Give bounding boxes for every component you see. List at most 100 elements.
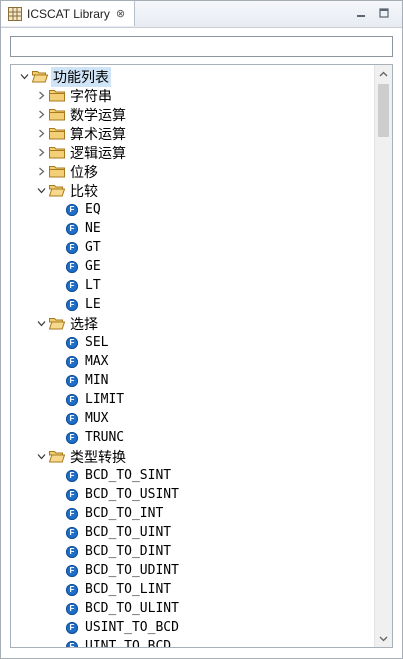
view-header: ICSCAT Library ⊗ [1,1,402,28]
scroll-up-icon[interactable] [375,65,391,82]
function-icon: F [66,602,78,615]
function-label: BCD_TO_SINT [85,468,172,483]
category-label: 逻辑运算 [70,145,126,162]
function-item[interactable]: F BCD_TO_UINT [66,523,171,542]
folder-closed-icon [49,146,65,159]
folder-open-icon [49,184,65,197]
function-icon: F [66,564,78,577]
folder-open-icon [49,450,65,463]
function-label: NE [85,221,101,236]
tree-node-arith[interactable]: 算术运算 [36,124,128,143]
folder-open-icon [49,317,65,330]
function-item[interactable]: F BCD_TO_ULINT [66,599,179,618]
chevron-down-icon[interactable] [36,186,46,196]
scrollbar-thumb[interactable] [378,84,389,137]
chevron-right-icon[interactable] [36,110,46,120]
function-label: GT [85,240,101,255]
function-label: EQ [85,202,101,217]
function-item[interactable]: F BCD_TO_SINT [66,466,171,485]
chevron-down-icon[interactable] [36,319,46,329]
chevron-right-icon[interactable] [36,91,46,101]
function-icon: F [66,298,78,311]
function-item[interactable]: F LT [66,276,101,295]
scroll-down-icon[interactable] [375,630,391,647]
maximize-icon[interactable] [378,7,390,19]
function-icon: F [66,545,78,558]
function-label: MUX [85,411,109,426]
tab-icscat-library[interactable]: ICSCAT Library ⊗ [1,1,135,26]
function-item[interactable]: F MUX [66,409,108,428]
function-icon: F [66,488,78,501]
tab-close-icon[interactable]: ⊗ [115,7,126,20]
category-label: 位移 [70,164,98,181]
function-item[interactable]: F BCD_TO_UDINT [66,561,179,580]
chevron-right-icon[interactable] [36,148,46,158]
chevron-down-icon[interactable] [36,452,46,462]
function-icon: F [66,393,78,406]
function-label: BCD_TO_DINT [85,544,172,559]
function-label: SEL [85,335,109,350]
function-label: BCD_TO_LINT [85,582,172,597]
chevron-down-icon[interactable] [19,72,29,82]
function-item[interactable]: F GE [66,257,101,276]
function-item[interactable]: F EQ [66,200,101,219]
function-label: BCD_TO_UINT [85,525,172,540]
function-item[interactable]: F USINT_TO_BCD [66,618,179,637]
function-tree: 功能列表 字符串 数学运算 算术运算 逻辑运算 [10,64,393,648]
tab-title: ICSCAT Library [27,6,110,21]
minimize-icon[interactable] [355,7,367,19]
function-label: LT [85,278,101,293]
tree-node-math[interactable]: 数学运算 [36,105,128,124]
function-label: GE [85,259,101,274]
function-label: BCD_TO_USINT [85,487,179,502]
function-item[interactable]: F MAX [66,352,108,371]
function-label: BCD_TO_INT [85,506,164,521]
chevron-right-icon[interactable] [36,167,46,177]
function-item[interactable]: F LE [66,295,101,314]
chevron-right-icon[interactable] [36,129,46,139]
function-icon: F [66,374,78,387]
tree-root-label: 功能列表 [51,66,111,87]
function-icon: F [66,640,78,647]
function-icon: F [66,203,78,216]
function-icon: F [66,469,78,482]
tree-node-select[interactable]: 选择 [36,314,100,333]
category-label: 比较 [70,183,98,200]
tree-node-shift[interactable]: 位移 [36,162,100,181]
vertical-scrollbar[interactable] [374,65,392,647]
function-label: TRUNC [85,430,125,445]
category-label: 算术运算 [70,126,126,143]
function-icon: F [66,355,78,368]
function-icon: F [66,621,78,634]
function-label: BCD_TO_ULINT [85,601,179,616]
tree-node-root[interactable]: 功能列表 [19,66,111,87]
folder-closed-icon [49,108,65,121]
function-label: LE [85,297,101,312]
function-label: USINT_TO_BCD [85,620,179,635]
function-icon: F [66,526,78,539]
tree-node-convert[interactable]: 类型转换 [36,447,128,466]
function-item[interactable]: F BCD_TO_USINT [66,485,179,504]
function-icon: F [66,412,78,425]
function-item[interactable]: F BCD_TO_DINT [66,542,171,561]
tree-node-compare[interactable]: 比较 [36,181,100,200]
tree-node-string[interactable]: 字符串 [36,86,114,105]
function-label: MAX [85,354,109,369]
search-input[interactable] [10,36,393,57]
tree-rows: 功能列表 字符串 数学运算 算术运算 逻辑运算 [11,65,375,647]
library-grid-icon [8,6,22,21]
function-label: BCD_TO_UDINT [85,563,179,578]
folder-open-icon [32,70,48,83]
tree-node-logic[interactable]: 逻辑运算 [36,143,128,162]
function-icon: F [66,279,78,292]
function-icon: F [66,260,78,273]
